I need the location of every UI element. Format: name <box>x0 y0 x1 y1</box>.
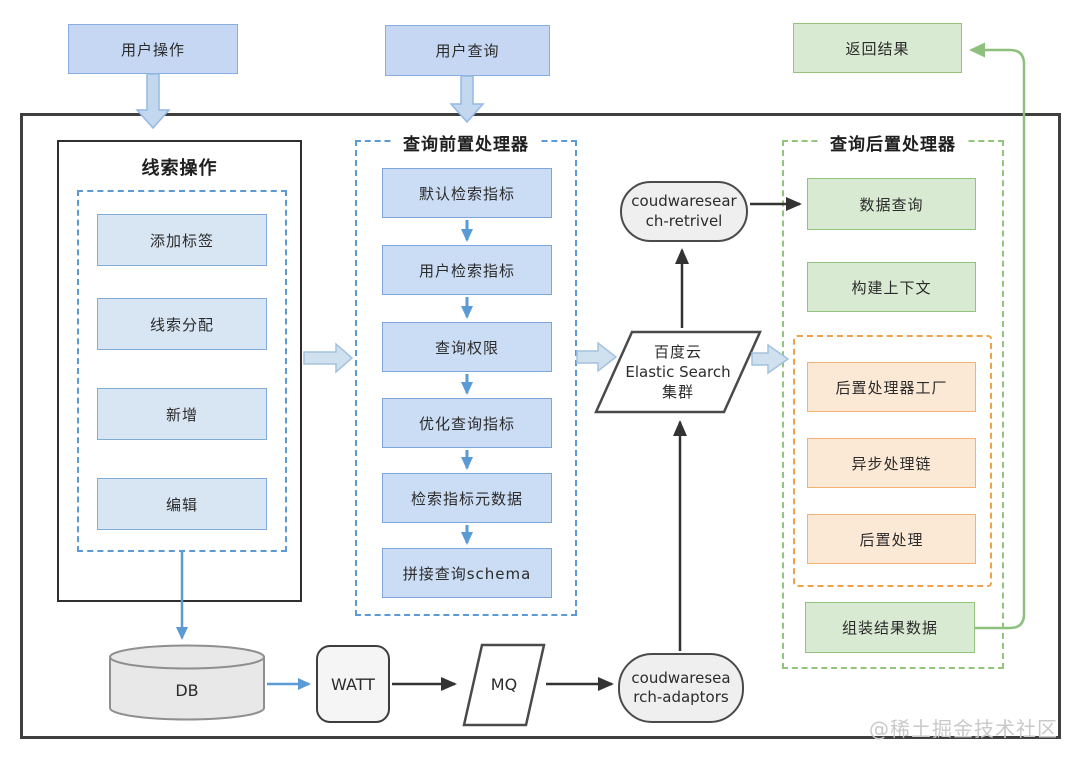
node-user-query-label: 用户查询 <box>435 42 500 60</box>
node-optimize-query: 优化查询指标 <box>382 398 552 448</box>
node-concat-schema-label: 拼接查询schema <box>402 564 532 583</box>
node-metrics-metadata-label: 检索指标元数据 <box>410 489 523 508</box>
node-edit: 编辑 <box>97 478 267 530</box>
node-async-chain-label: 异步处理链 <box>851 454 932 473</box>
node-async-chain: 异步处理链 <box>807 438 976 488</box>
node-postprocessor-factory: 后置处理器工厂 <box>807 362 976 412</box>
node-postprocessor-factory-label: 后置处理器工厂 <box>835 378 948 397</box>
node-cloudsearch-adaptors: coudwaresea rch-adaptors <box>618 653 744 723</box>
node-watt-label: WATT <box>331 674 375 694</box>
post-processor-panel: 查询后置处理器 <box>782 130 1004 669</box>
node-optimize-query-label: 优化查询指标 <box>418 414 515 433</box>
node-clue-assign: 线索分配 <box>97 298 267 350</box>
adaptors-line-2: rch-adaptors <box>633 688 729 706</box>
node-mq-label: MQ <box>490 675 518 695</box>
node-edit-label: 编辑 <box>165 495 198 514</box>
node-build-context: 构建上下文 <box>807 262 976 312</box>
es-line-1: 百度云 <box>653 342 702 361</box>
node-db: DB <box>108 644 266 722</box>
node-clue-assign-label: 线索分配 <box>149 315 214 334</box>
node-add-tag-label: 添加标签 <box>149 231 214 250</box>
node-post-process: 后置处理 <box>807 514 976 564</box>
node-user-metrics: 用户检索指标 <box>382 245 552 295</box>
node-data-query: 数据查询 <box>807 178 976 230</box>
retrieval-line-1: coudwaresear <box>631 192 737 210</box>
node-user-metrics-label: 用户检索指标 <box>418 261 515 280</box>
node-default-metrics: 默认检索指标 <box>382 168 552 218</box>
node-watt: WATT <box>316 645 390 723</box>
node-cloudsearch-retrieval: coudwaresear ch-retrivel <box>620 181 748 242</box>
parallelogram-shape <box>462 643 546 727</box>
es-line-2: Elastic Search <box>625 362 731 381</box>
retrieval-line-2: ch-retrivel <box>645 211 723 230</box>
node-db-label: DB <box>175 681 199 701</box>
node-mq: MQ <box>462 643 546 727</box>
post-processor-title: 查询后置处理器 <box>820 130 966 155</box>
node-assemble-result: 组装结果数据 <box>805 602 975 653</box>
node-es-cluster: 百度云 Elastic Search 集群 <box>593 329 763 415</box>
node-return-result: 返回结果 <box>793 23 962 73</box>
node-query-permission-label: 查询权限 <box>434 338 499 357</box>
node-post-process-label: 后置处理 <box>859 530 924 549</box>
node-user-query: 用户查询 <box>385 25 550 76</box>
node-data-query-label: 数据查询 <box>859 195 924 214</box>
watermark: @稀土掘金技术社区 <box>869 717 1058 741</box>
pre-processor-panel: 查询前置处理器 <box>355 130 577 616</box>
node-create: 新增 <box>97 388 267 440</box>
node-add-tag: 添加标签 <box>97 214 267 266</box>
node-user-action-label: 用户操作 <box>120 40 185 59</box>
database-cylinder-shape <box>109 644 265 721</box>
pre-processor-title: 查询前置处理器 <box>393 130 539 155</box>
node-concat-schema: 拼接查询schema <box>382 548 552 598</box>
node-metrics-metadata: 检索指标元数据 <box>382 473 552 523</box>
adaptors-line-1: coudwaresea <box>631 668 731 687</box>
node-query-permission: 查询权限 <box>382 322 552 372</box>
node-build-context-label: 构建上下文 <box>851 278 932 297</box>
node-user-action: 用户操作 <box>68 24 238 74</box>
clue-operations-title: 线索操作 <box>141 158 218 179</box>
node-assemble-result-label: 组装结果数据 <box>841 619 938 637</box>
node-default-metrics-label: 默认检索指标 <box>418 184 515 203</box>
es-line-3: 集群 <box>661 383 694 402</box>
parallelogram-shape <box>594 330 762 414</box>
node-create-label: 新增 <box>165 405 198 424</box>
node-return-result-label: 返回结果 <box>845 39 910 58</box>
